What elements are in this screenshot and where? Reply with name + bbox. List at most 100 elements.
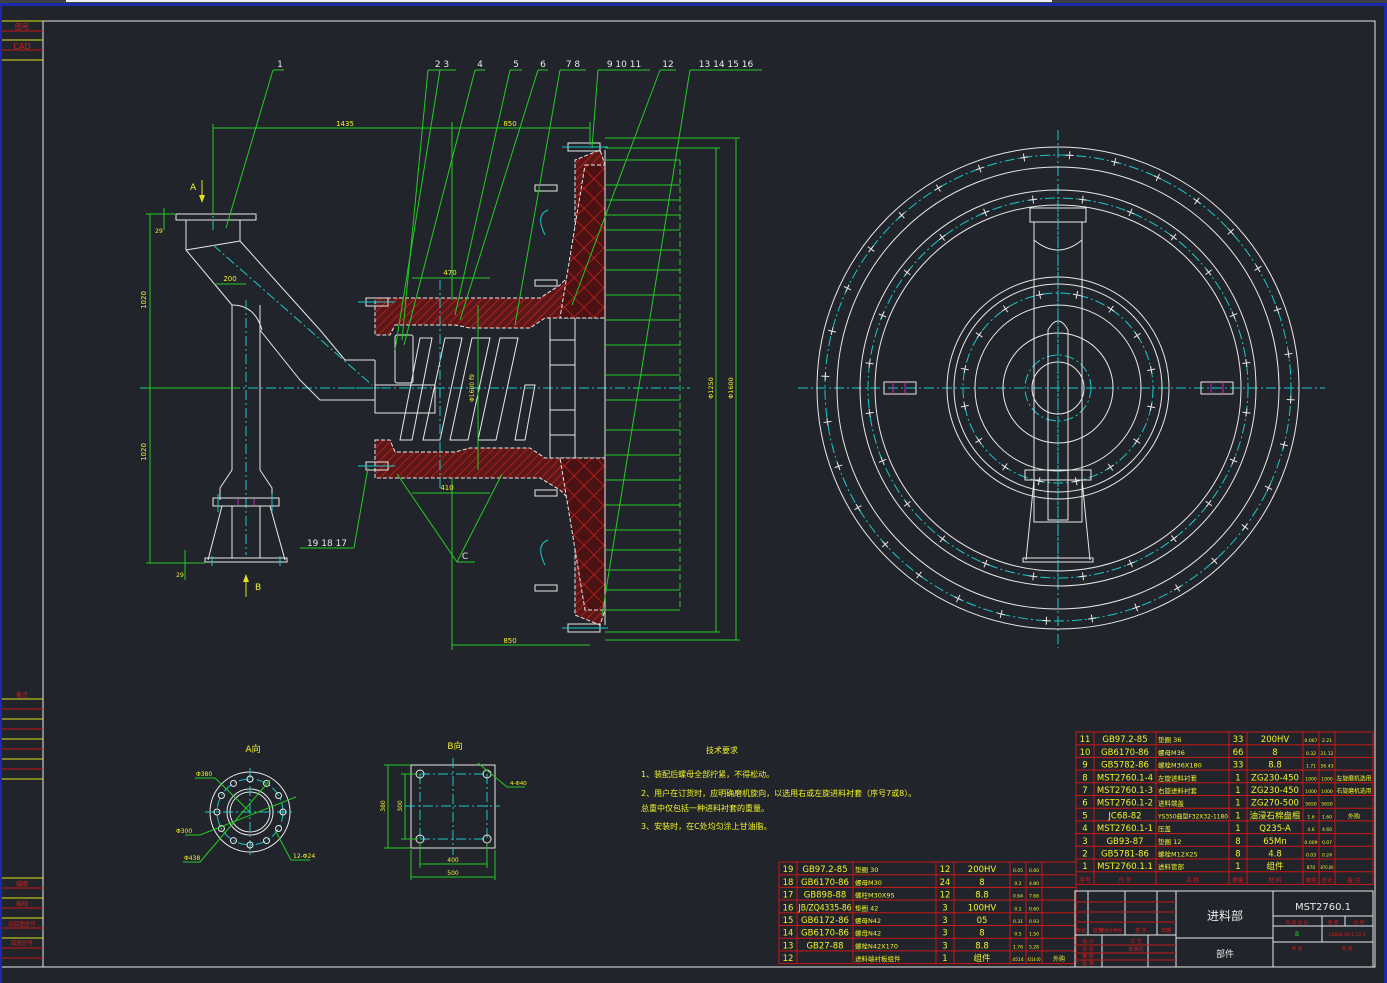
bom-cell-w2: 21.12 (1321, 751, 1334, 757)
bolt-mark (1090, 614, 1094, 623)
bolt-mark (1155, 173, 1160, 182)
bom-cell-code: GB5782-86 (1101, 761, 1149, 771)
balloon-2-3: 2 3 (435, 60, 449, 70)
bom-cell-code: GB6170-86 (1101, 748, 1149, 758)
bom-cell-code: GB6172-86 (801, 916, 849, 926)
bolt-mark (1205, 500, 1213, 507)
bom-cell-w1: 1.6 (1307, 814, 1314, 820)
balloon-13-16: 13 14 15 16 (699, 60, 754, 70)
bom-cell-w2: 1.60 (1322, 814, 1332, 820)
tb-label-standard: 标准化 (1128, 946, 1143, 953)
main-section-view[interactable]: 1435 850 850 470 410 200 1020 1020 29 29 (140, 60, 762, 650)
bom-cell-w2: 56.43 (1321, 764, 1334, 770)
bolt-mark (878, 313, 887, 318)
bom-cell-qty: 24 (940, 878, 951, 888)
bom-cell-w1: 4.6 (1307, 827, 1314, 833)
bom-header-w1: 单件 (1305, 876, 1317, 884)
bolt-mark (1038, 290, 1042, 299)
tech-req-item-2b: 总重中仅包括一种进料衬套的重量。 (641, 803, 769, 813)
bom-cell-code: JC68-82 (1107, 811, 1141, 821)
bolt-mark (1229, 313, 1238, 318)
bom-cell-code: MST2760.1-2 (1097, 799, 1153, 809)
technical-requirements: 技术要求 1、装配后螺母全部拧紧，不得松动。 2、用户在订货时，应明确磨机旋向，… (641, 745, 916, 831)
main-dimensions: 1435 850 850 470 410 200 1020 1020 29 29 (140, 120, 740, 650)
feed-pipe (175, 185, 376, 566)
bom-cell-no: 1 (1082, 862, 1087, 872)
bom-cell-name: 进料端衬板组件 (855, 954, 901, 963)
bolt-mark (1147, 405, 1156, 409)
flange-hole (263, 837, 270, 845)
bom-cell-qty: 1 (1235, 824, 1240, 834)
bom-cell-w2: 4514.00 (1028, 957, 1041, 963)
bolt-mark (1170, 535, 1177, 543)
bom-cell-material: 4.8 (1268, 850, 1282, 860)
bolt-mark (960, 367, 969, 371)
bom-header-note: 备 注 (1348, 876, 1361, 884)
bom-cell-w1: 0.009 (1305, 840, 1318, 846)
tech-req-item-3: 3、安装时，在C处均匀涂上甘油脂。 (641, 821, 772, 831)
bom-cell-w2: 4.80 (1029, 881, 1039, 887)
bom-cell-w1: 870 (1307, 865, 1316, 871)
tb-label-sign: 签 字 (1135, 927, 1147, 934)
bolt-mark (865, 362, 874, 365)
bom-cell-code: JB/ZQ4335-86 (798, 903, 852, 913)
bolt-mark (865, 411, 874, 414)
bolt-mark (939, 233, 946, 241)
bolt-mark (960, 404, 969, 408)
bolt-mark (1279, 443, 1288, 447)
bom-header-qty: 数量 (1232, 876, 1244, 884)
bom-cell-code: MST2760.1.1 (1097, 862, 1153, 872)
bom-cell-no: 17 (783, 891, 794, 901)
view-a: A向 Φ380 Φ300 Φ438 12-Φ24 (176, 743, 315, 863)
stage-mark: B (1295, 931, 1299, 938)
view-b-500: 500 (447, 870, 459, 877)
bom-cell-material: 8.8 (1268, 761, 1282, 771)
bom-header-code: 代 号 (1119, 876, 1132, 884)
bom-cell-w1: 0.64 (1013, 894, 1023, 900)
bom-cell-w1: 0.5 (1014, 932, 1021, 938)
tb-label-mark: 标记 (1076, 927, 1086, 934)
bom-cell-name: 垫圈 36 (1158, 735, 1181, 744)
bolt-mark (1022, 153, 1026, 162)
bom-cell-qty: 1 (1235, 799, 1240, 809)
bom-cell-no: 7 (1082, 786, 1087, 796)
dim-470: 470 (443, 269, 456, 277)
tech-req-item-1: 1、装配后螺母全部拧紧，不得松动。 (641, 769, 774, 779)
bolt-mark (1128, 208, 1133, 217)
view-a-title: A向 (245, 743, 260, 755)
bom-cell-w1: 0.2 (1014, 906, 1021, 912)
balloon-1: 1 (277, 60, 283, 70)
dim-phi1600: Φ1600 (727, 377, 735, 399)
tb-label-sheet: 第 张 (1342, 945, 1353, 952)
tb-label-check: 校 对 (1082, 946, 1094, 953)
bom-cell-material: ZG230-450 (1251, 773, 1299, 783)
bom-cell-material: 8 (1272, 748, 1277, 758)
bolt-mark (867, 246, 875, 252)
arrow-b-label: B (255, 583, 261, 593)
bolt-mark (1075, 290, 1079, 299)
tb-label-stage: 阶 段 标 记 (1286, 919, 1309, 926)
bolt-mark (977, 164, 982, 173)
bolt-mark (939, 535, 946, 543)
bolt-mark (1081, 195, 1084, 204)
end-view[interactable] (798, 130, 1325, 648)
bom-cell-name: 螺栓M12X25 (1158, 850, 1198, 859)
bom-cell-w1: 0.05 (1013, 868, 1023, 874)
bom-cell-material: 8 (979, 929, 984, 939)
balloon-12: 12 (662, 60, 673, 70)
bom-cell-no: 9 (1082, 761, 1087, 771)
bom-cell-code: MST2760.1-3 (1097, 786, 1153, 796)
bom-cell-material: 100HV (968, 903, 997, 913)
bom-cell-no: 19 (783, 865, 794, 875)
bom-cell-name: 螺母N42 (855, 916, 881, 925)
bom-cell-w2: 1000 (1321, 789, 1333, 795)
bolt-mark (1074, 477, 1078, 486)
bom-cell-w1: 4514 (1012, 957, 1024, 963)
flange-hole (217, 825, 225, 832)
balloon-5: 5 (513, 60, 519, 70)
dim-1020-lower: 1020 (140, 443, 148, 461)
